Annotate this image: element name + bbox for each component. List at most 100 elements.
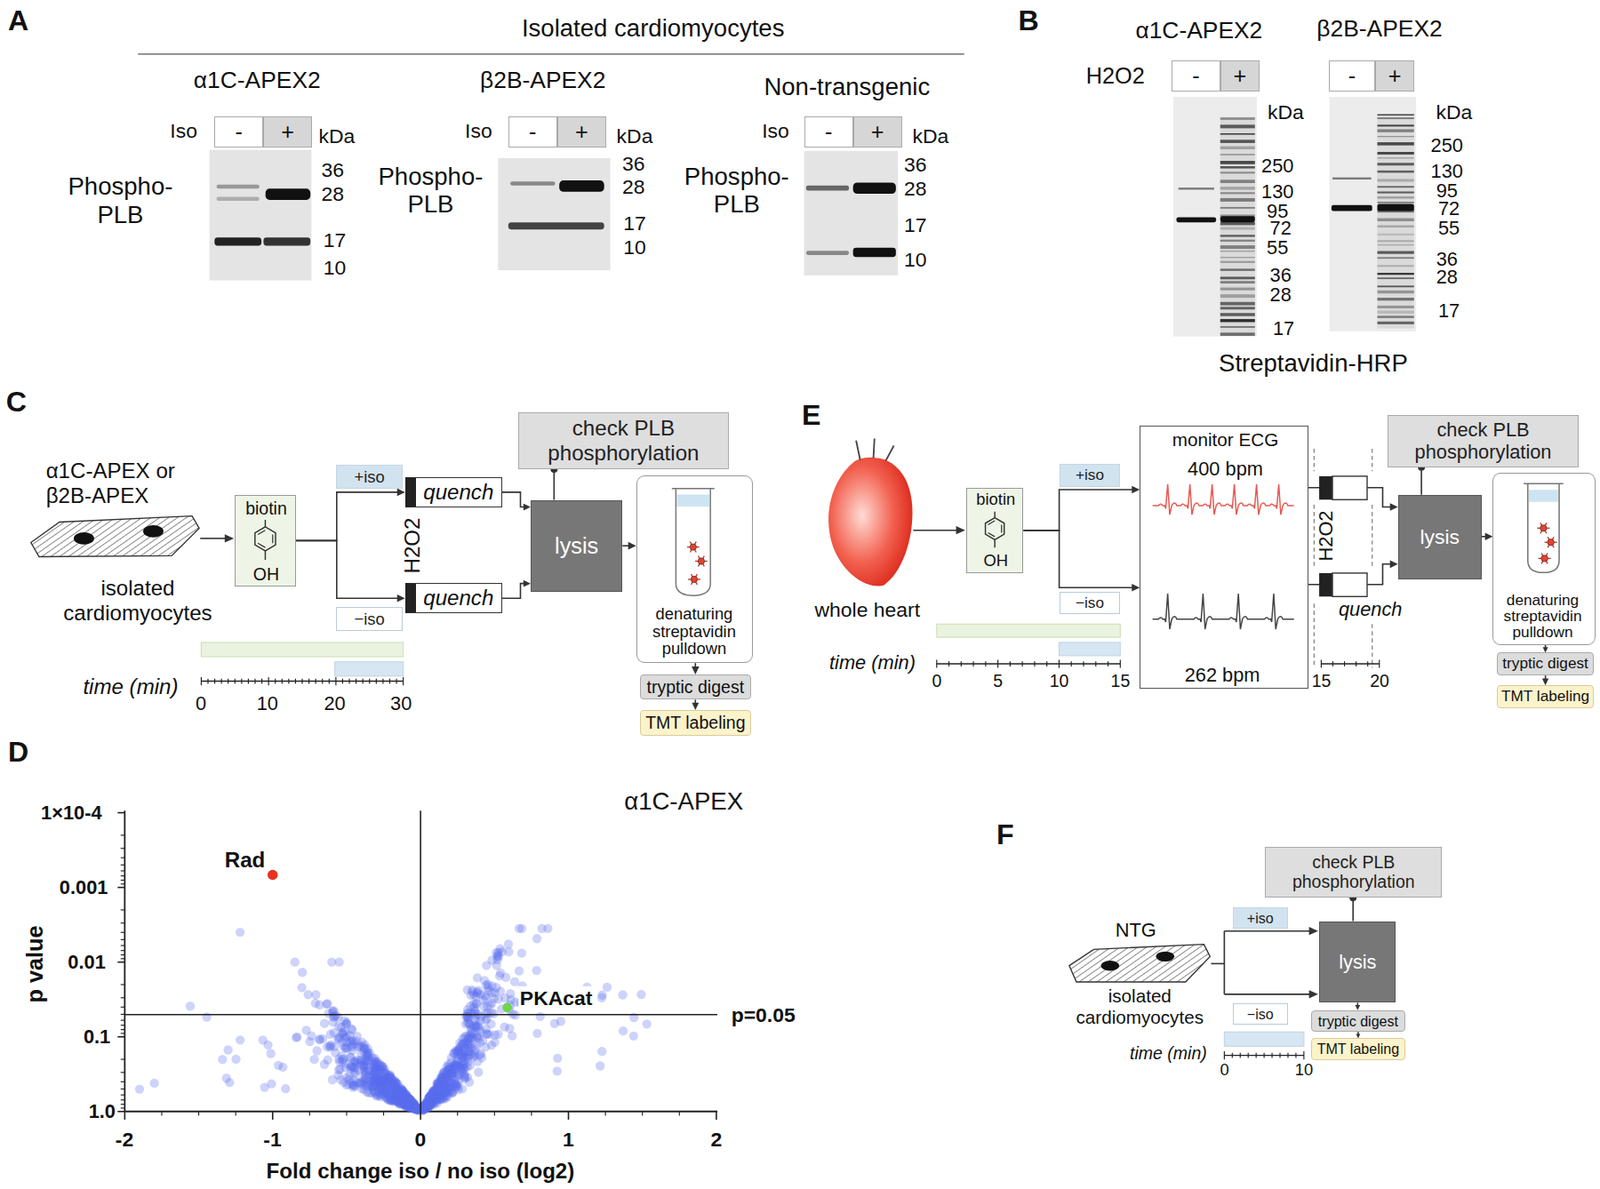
node-text: check PLB phosphorylation (1269, 852, 1438, 893)
western-blot (559, 180, 604, 192)
size-marker: 17 (904, 212, 928, 236)
axis-tick (124, 1112, 127, 1120)
axis-title: p value (23, 925, 49, 1003)
data-point (460, 1072, 470, 1081)
data-point (641, 1019, 651, 1029)
node-text: 262 bpm (1184, 664, 1261, 687)
connector (694, 663, 696, 669)
quench-divider (1371, 504, 1373, 568)
western-blot (804, 151, 899, 276)
time-bar (200, 624, 1304, 1047)
connector (1420, 467, 1423, 496)
axis-tick (120, 864, 126, 866)
blot-lane (1220, 306, 1256, 310)
node-text: +iso (1075, 466, 1104, 485)
node-text: +iso (1247, 910, 1274, 927)
data-point (135, 1084, 144, 1094)
connector (1417, 464, 1425, 496)
data-point (466, 1040, 476, 1050)
blot-lane (1376, 178, 1414, 182)
size-marker: 250 (1431, 135, 1464, 158)
blot-lane (1376, 321, 1414, 325)
data-point (346, 1024, 356, 1034)
label-text: quench (1338, 599, 1403, 622)
quench-box (1332, 476, 1368, 500)
cardiomyocyte-drawing (1069, 944, 1210, 983)
axis-tick (309, 1112, 311, 1117)
data-point (595, 1061, 605, 1071)
axis-tick (1033, 661, 1035, 667)
blot-lane (1376, 152, 1414, 155)
blot-lane (1220, 276, 1256, 280)
data-point (532, 1029, 542, 1039)
quench-divider (1313, 603, 1315, 668)
tubeE-drawing (1528, 483, 1560, 573)
axis-tick (342, 679, 344, 685)
size-marker: 36 (320, 157, 344, 181)
axis-tick (1367, 661, 1368, 667)
connector (691, 663, 700, 675)
axis-tick (494, 1112, 496, 1117)
western-blot (265, 188, 311, 200)
data-point (334, 1065, 344, 1075)
process-box: lysis (1398, 495, 1482, 580)
bioC-drawing (264, 551, 266, 560)
blot-lane (1376, 277, 1414, 280)
quench-divider (1313, 448, 1315, 472)
axis-tick (1320, 663, 1379, 664)
axis-tick (715, 1112, 718, 1120)
data-point (400, 1099, 409, 1109)
label-text: kDa (912, 123, 950, 147)
axis-tick (1378, 659, 1380, 668)
data-point (457, 1040, 467, 1049)
bioC-drawing (257, 529, 265, 535)
axis-tick (120, 950, 126, 952)
axis-tick (960, 661, 962, 667)
blot-caption: Streptavidin-HRP (1218, 349, 1408, 378)
blot-lane (1220, 186, 1256, 190)
step-box: tryptic digest (640, 674, 752, 700)
blot-lane (1376, 124, 1414, 127)
data-point (235, 1035, 245, 1045)
node-text: quench (423, 585, 494, 611)
axis-tick (936, 663, 1121, 664)
node-text: - (1192, 63, 1200, 89)
data-point (491, 983, 501, 992)
data-point (315, 1035, 325, 1045)
node-text: −iso (1247, 1006, 1274, 1023)
data-point (532, 934, 542, 944)
axis-tick (120, 834, 126, 836)
blot-lane (1220, 179, 1256, 184)
pulldown-box: denaturing streptavidin pulldown (1492, 472, 1596, 646)
axis-tick (120, 1007, 126, 1008)
header-cell: - (508, 116, 558, 148)
bioE-drawing (994, 512, 996, 519)
bioE-drawing (985, 517, 1005, 540)
flow-line (912, 529, 957, 532)
axis-tick (1271, 1053, 1272, 1059)
axis-label: 0.01 (67, 951, 105, 974)
data-point (481, 1029, 491, 1039)
data-point (494, 1030, 504, 1040)
volcano-plot (124, 810, 718, 1116)
axis-tick (1295, 1053, 1296, 1059)
axis-tick (117, 1036, 125, 1039)
axis-tick (368, 679, 370, 685)
blot-lane (1220, 222, 1256, 226)
axis-tick (936, 659, 937, 668)
axis-tick (254, 679, 256, 685)
axis-tick (1071, 661, 1072, 667)
data-point (369, 1069, 379, 1079)
axis-tick (1320, 659, 1322, 668)
axis-tick (1264, 1053, 1265, 1059)
size-marker: 130 (1431, 160, 1464, 183)
data-point (337, 1055, 347, 1064)
label-text: H2O2 (1086, 64, 1145, 90)
axis-label: 1 (562, 1128, 575, 1152)
axis-tick-label: 0 (931, 670, 942, 690)
node-text: lysis (1338, 951, 1376, 974)
data-point (502, 1002, 512, 1012)
axis-tick (117, 812, 125, 815)
ecg-drawing (1152, 484, 1295, 515)
size-marker: 17 (1438, 300, 1460, 323)
